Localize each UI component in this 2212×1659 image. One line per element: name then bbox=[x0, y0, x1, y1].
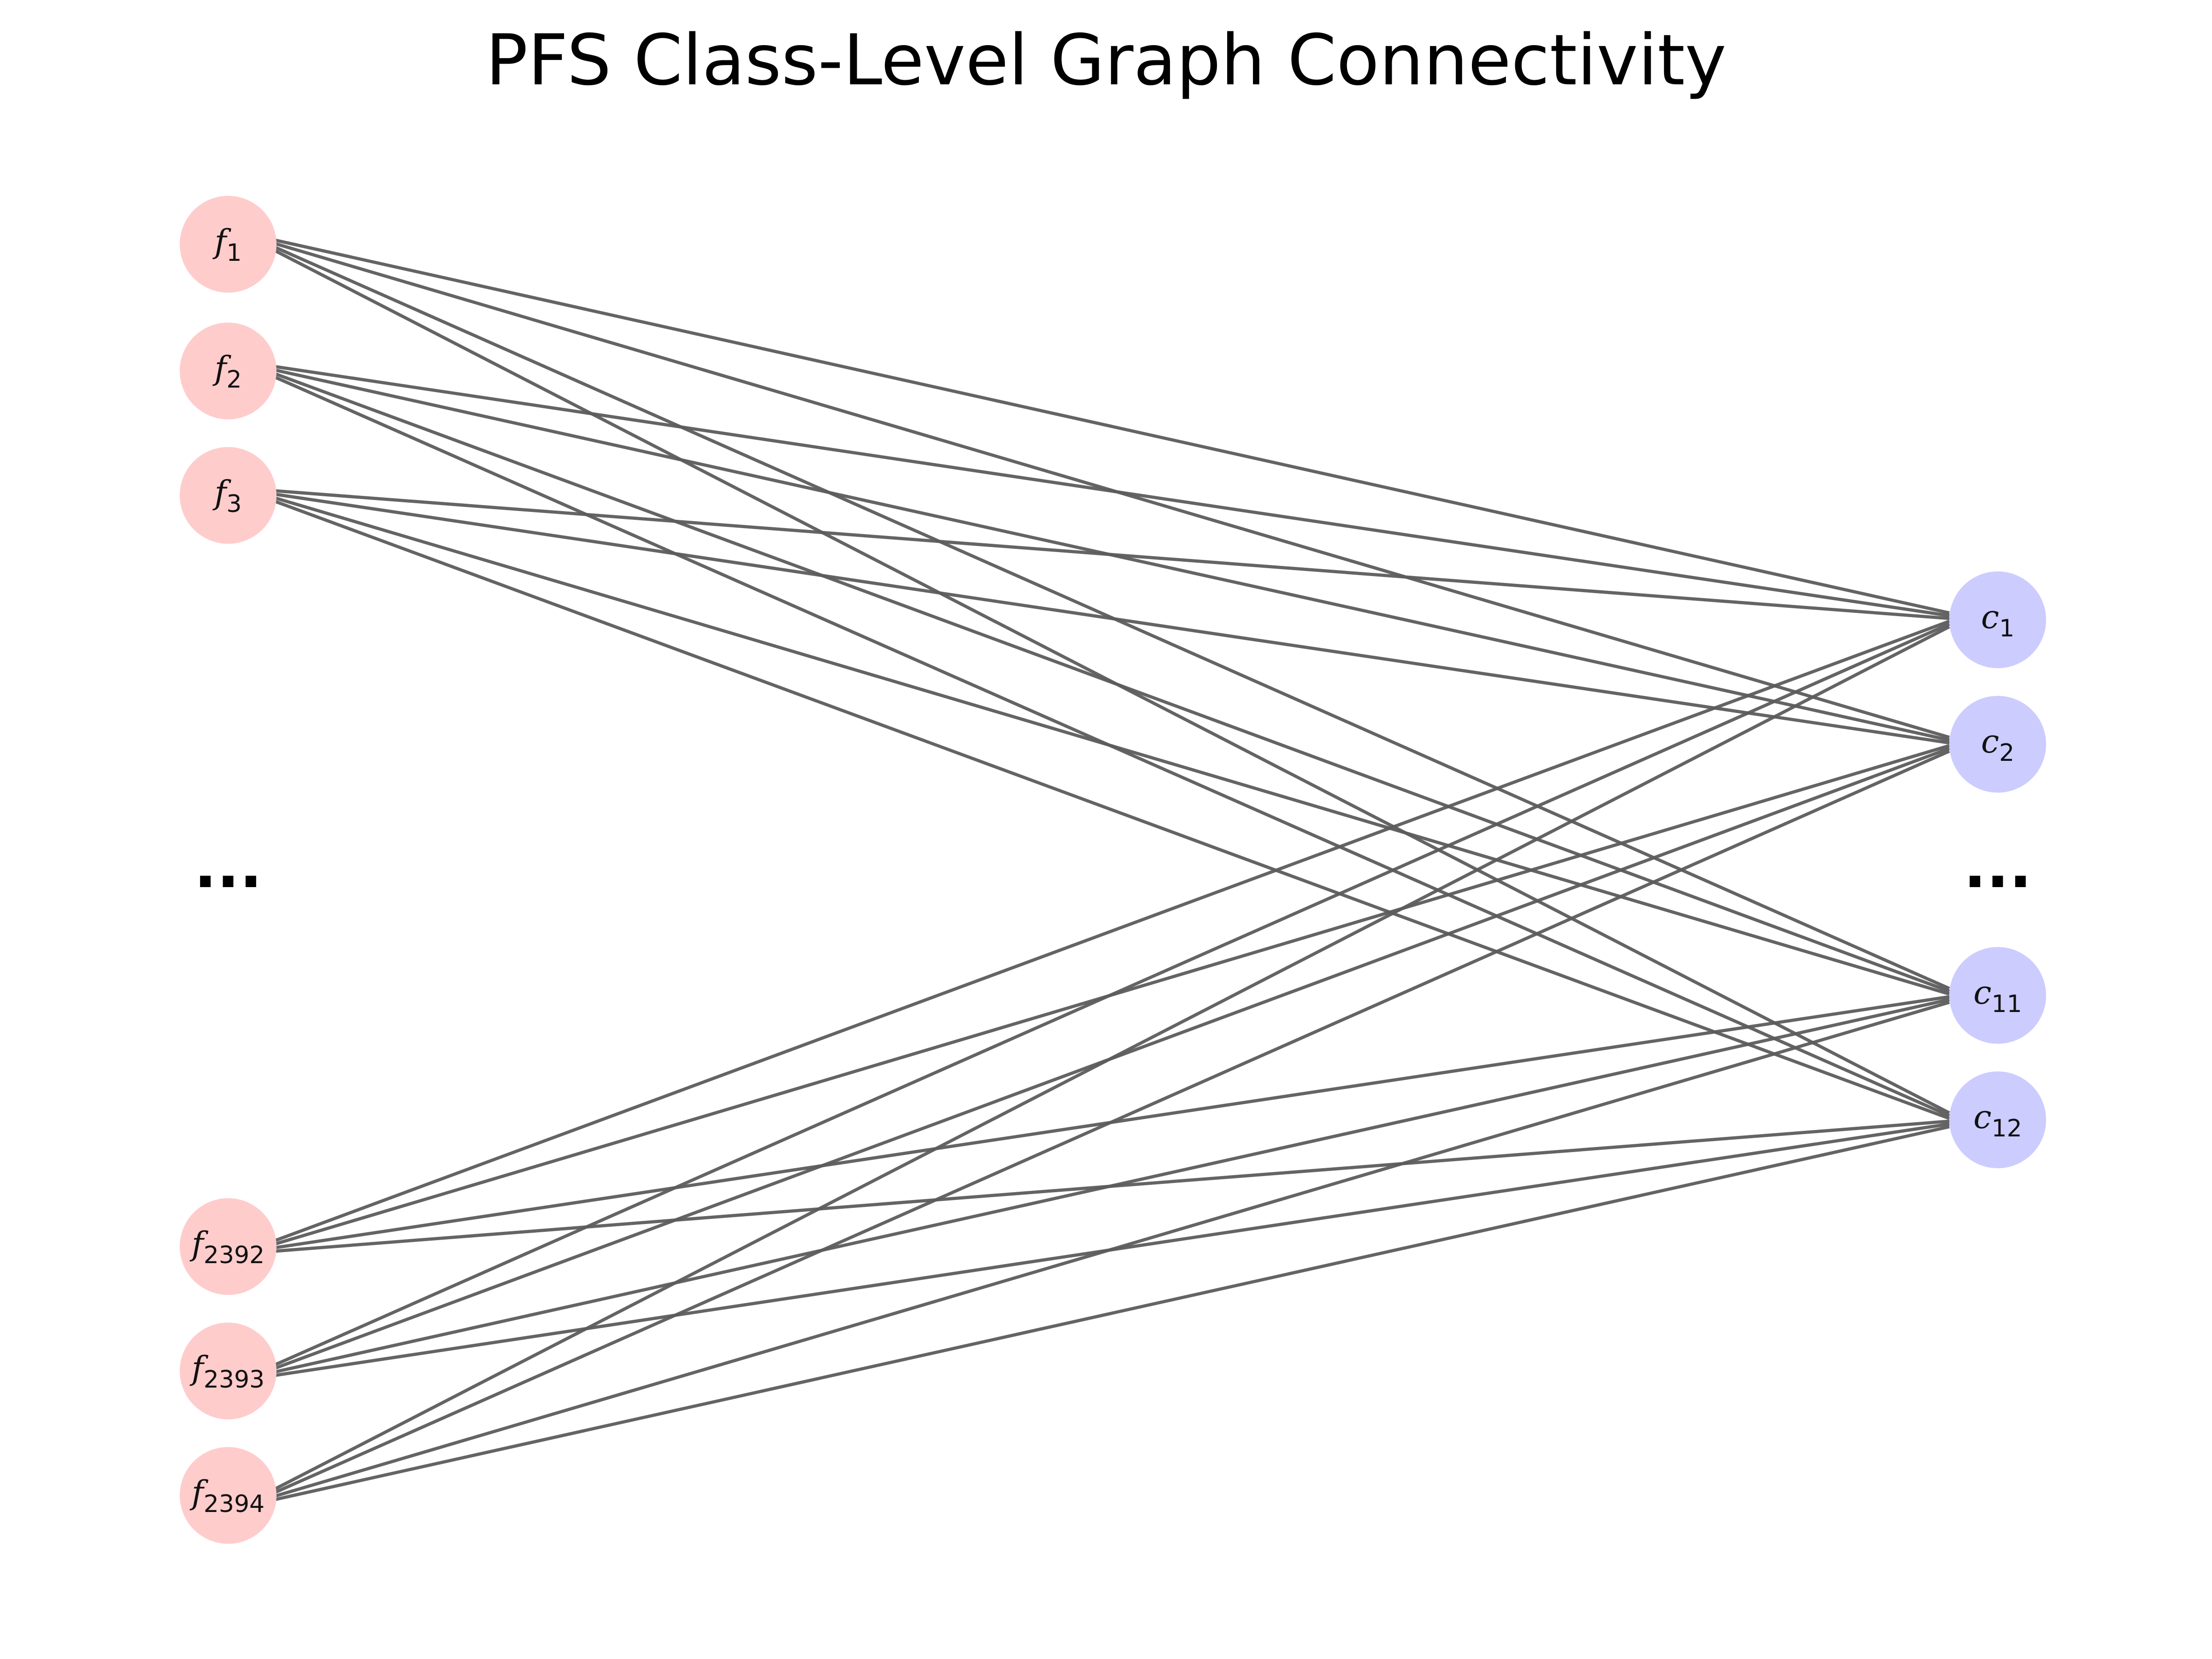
feature-node-f1: f1 bbox=[180, 196, 276, 293]
feature-node-f3: f3 bbox=[180, 447, 276, 544]
class-node-circle bbox=[1949, 571, 2046, 668]
node-subscript: 2393 bbox=[204, 1366, 265, 1394]
edge-f2394-c2 bbox=[271, 749, 1950, 1495]
class-node-label: c2 bbox=[1981, 723, 2014, 767]
feature-node-f2392: f2392 bbox=[180, 1198, 276, 1295]
edge-f2393-c11 bbox=[271, 998, 1950, 1374]
edge-f2-c11 bbox=[271, 371, 1950, 993]
class-node-label: c12 bbox=[1973, 1098, 2022, 1142]
edge-f1-c1 bbox=[271, 238, 1950, 615]
class-node-c12: c12 bbox=[1949, 1071, 2046, 1168]
node-letter: c bbox=[1973, 974, 1991, 1012]
class-node-circle bbox=[1949, 696, 2046, 793]
feature-node-circle bbox=[180, 1198, 276, 1295]
class-node-c2: c2 bbox=[1949, 696, 2046, 793]
class-node-label: c1 bbox=[1981, 598, 2014, 642]
node-subscript: 2 bbox=[1999, 739, 2014, 767]
edge-f2394-c1 bbox=[271, 625, 1950, 1492]
feature-node-circle bbox=[180, 196, 276, 293]
node-subscript: 2 bbox=[226, 366, 241, 394]
class-node-c1: c1 bbox=[1949, 571, 2046, 668]
feature-node-f2: f2 bbox=[180, 323, 276, 419]
feature-node-circle bbox=[180, 1447, 276, 1544]
node-subscript: 1 bbox=[226, 239, 241, 267]
edge-f2394-c11 bbox=[271, 1000, 1950, 1499]
edge-f3-c2 bbox=[271, 492, 1950, 745]
feature-node-label: f2 bbox=[212, 349, 241, 394]
node-subscript: 1 bbox=[1999, 615, 2014, 642]
page-title: PFS Class-Level Graph Connectivity bbox=[485, 19, 1727, 101]
node-subscript: 2394 bbox=[204, 1490, 265, 1518]
node-subscript: 11 bbox=[1992, 990, 2022, 1018]
edge-f2-c1 bbox=[271, 365, 1950, 618]
node-subscript: 3 bbox=[226, 490, 241, 518]
edge-f2394-c12 bbox=[271, 1125, 1950, 1502]
node-letter: c bbox=[1981, 598, 1999, 636]
edges-layer bbox=[271, 238, 1950, 1502]
feature-node-f2393: f2393 bbox=[180, 1323, 276, 1419]
feature-node-label: f2393 bbox=[189, 1349, 265, 1394]
node-subscript: 2392 bbox=[204, 1241, 265, 1269]
class-node-circle bbox=[1949, 1071, 2046, 1168]
ellipsis-left: ... bbox=[194, 831, 262, 901]
node-letter: c bbox=[1981, 723, 1999, 760]
edge-f2392-c1 bbox=[271, 619, 1950, 1243]
edge-f3-c12 bbox=[271, 499, 1950, 1120]
class-node-circle bbox=[1949, 947, 2046, 1044]
edge-f3-c11 bbox=[271, 495, 1950, 996]
ellipsis-right: ... bbox=[1964, 831, 2032, 901]
feature-node-f2394: f2394 bbox=[180, 1447, 276, 1544]
edge-f3-c1 bbox=[271, 489, 1950, 620]
node-letter: c bbox=[1973, 1098, 1991, 1136]
edge-f2393-c1 bbox=[271, 622, 1950, 1368]
feature-node-circle bbox=[180, 447, 276, 544]
node-subscript: 12 bbox=[1992, 1115, 2022, 1142]
class-node-label: c11 bbox=[1973, 974, 2022, 1018]
class-node-c11: c11 bbox=[1949, 947, 2046, 1044]
feature-node-circle bbox=[180, 323, 276, 419]
feature-node-circle bbox=[180, 1323, 276, 1419]
